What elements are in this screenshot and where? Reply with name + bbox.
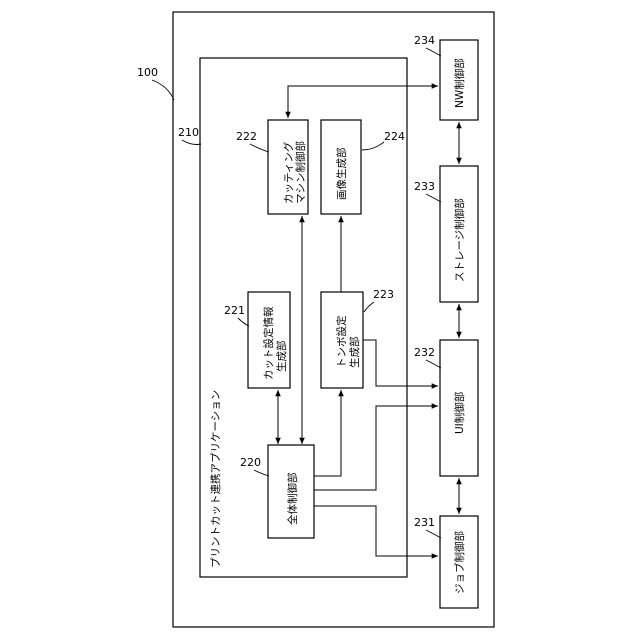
cut-settings-line2: 生成部	[275, 341, 288, 373]
ref-232-leader	[426, 360, 441, 368]
ref-222: 222	[236, 130, 257, 143]
ref-234: 234	[414, 34, 435, 47]
nw-control-label: NW制御部	[453, 58, 466, 108]
application-label: プリントカット連携アプリケーション	[209, 390, 222, 568]
link-overall-to-ui	[314, 406, 438, 490]
link-cutting-machine-to-nw	[288, 86, 438, 118]
ref-220-leader	[254, 470, 269, 476]
overall-control-label: 全体制御部	[286, 473, 299, 526]
ref-221: 221	[224, 304, 245, 317]
ref-210: 210	[178, 126, 199, 139]
registration-marks-line2: 生成部	[348, 337, 361, 369]
link-overall-to-job	[314, 506, 438, 556]
ref-220: 220	[240, 456, 261, 469]
ref-231-leader	[426, 530, 441, 538]
cut-settings-line1: カット設定情報	[262, 306, 275, 380]
image-generation-label: 画像生成部	[335, 148, 348, 201]
job-control-label: ジョブ制御部	[453, 531, 466, 594]
cutting-machine-line1: カッティング	[282, 141, 295, 204]
ref-222-leader	[250, 144, 269, 152]
link-overall-to-registration-marks	[314, 390, 341, 476]
cutting-machine-line2: マシン制御部	[294, 141, 307, 204]
registration-marks-line1: トンボ設定	[335, 315, 348, 368]
storage-control-label: ストレージ制御部	[453, 198, 466, 282]
ref-223-leader	[364, 302, 374, 312]
ui-control-label: UI制御部	[453, 392, 466, 434]
ref-232: 232	[414, 346, 435, 359]
ref-233-leader	[426, 194, 441, 202]
ref-210-leader	[182, 140, 201, 145]
ref-100: 100	[137, 66, 158, 79]
ref-233: 233	[414, 180, 435, 193]
ref-223: 223	[373, 288, 394, 301]
ref-231: 231	[414, 516, 435, 529]
ref-224-leader	[362, 142, 384, 150]
ref-234-leader	[426, 48, 441, 56]
ref-221-leader	[238, 318, 249, 326]
ref-100-leader	[152, 80, 174, 100]
ref-224: 224	[384, 130, 405, 143]
